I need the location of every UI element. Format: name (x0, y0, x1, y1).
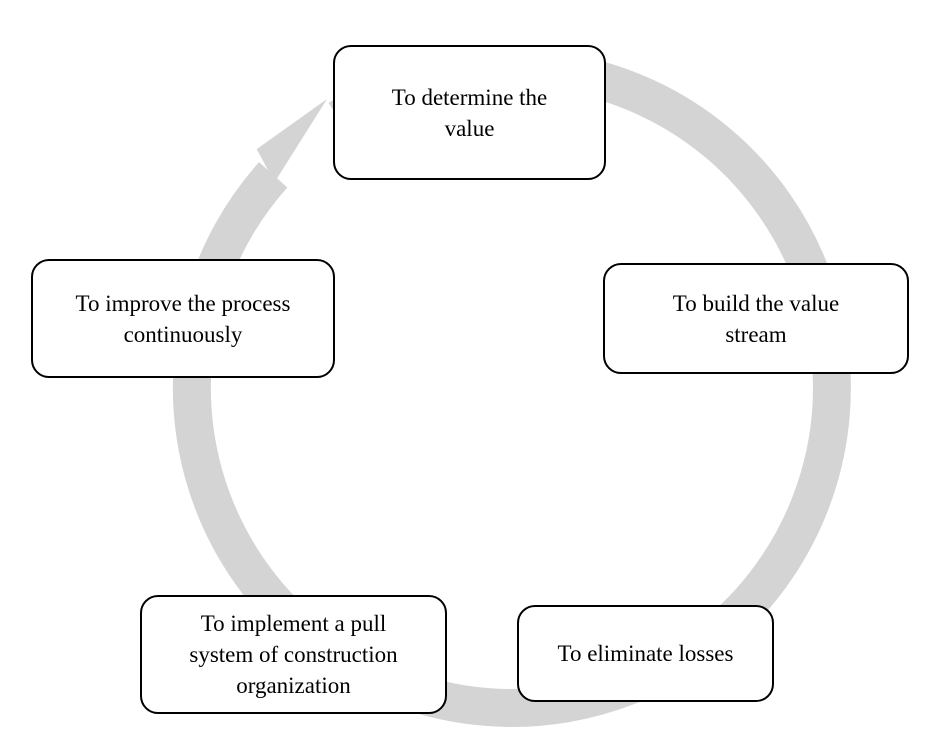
step-label: To improve the process continuously (75, 290, 291, 347)
step-label: To implement a pull system of constructi… (189, 611, 398, 698)
cycle-arrowhead-icon (256, 99, 327, 183)
step-eliminate-losses: To eliminate losses (517, 605, 774, 702)
step-implement-pull-system: To implement a pull system of constructi… (140, 595, 447, 714)
step-determine-value: To determine the value (333, 45, 606, 180)
step-label: To eliminate losses (557, 641, 734, 666)
step-build-value-stream: To build the value stream (603, 263, 909, 374)
step-label: To determine the value (391, 84, 548, 141)
step-improve-process: To improve the process continuously (31, 259, 335, 378)
step-label: To build the value stream (672, 290, 840, 347)
